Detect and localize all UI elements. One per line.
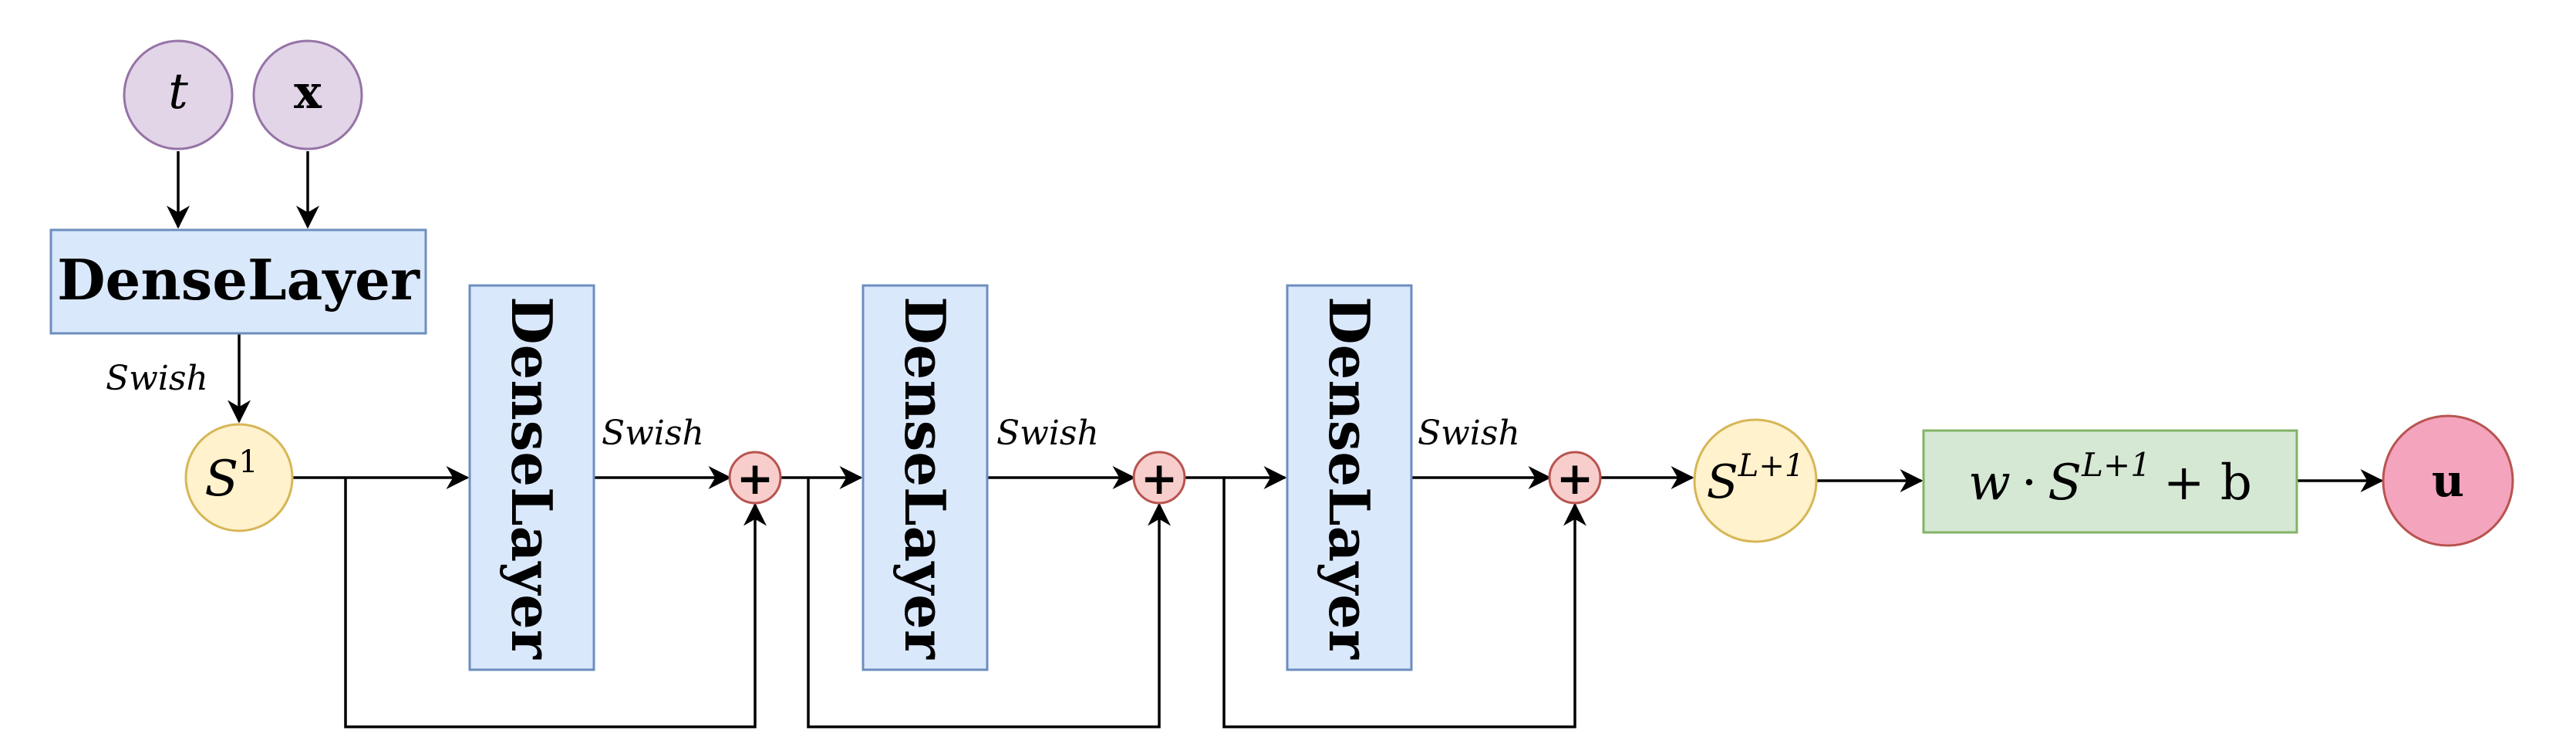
residual-block-1: DenseLayer Swish + [468,284,782,671]
skip-block2 [807,478,1171,728]
sum-node-3: + [1548,451,1602,505]
state-slast-node: SL+1 [1693,418,1818,543]
connections [167,151,2384,728]
input-t-label: t [168,63,188,120]
activation-label-input: Swish [106,359,208,398]
skip-block3 [1222,478,1586,728]
sum-node-2: + [1132,451,1186,505]
sum-node-3-symbol: + [1556,452,1594,505]
state-slast-label: SL+1 [1707,448,1805,509]
dense-layer-2-label: DenseLayer [892,296,958,660]
dense-layer-1-label: DenseLayer [499,296,565,660]
state-s1-node: S1 [184,423,294,532]
sum-node-1-symbol: + [737,452,774,505]
residual-block-2: DenseLayer Swish + [861,284,1186,671]
input-x-node: x [252,39,363,150]
dense-layer-input-label: DenseLayer [57,247,420,312]
input-t-node: t [123,39,234,150]
activation-label-3: Swish [1418,414,1520,453]
input-x-label: x [294,66,322,120]
affine-expression: w·SL+1+ b [1968,446,2252,512]
dense-layer-3-label: DenseLayer [1317,296,1382,660]
residual-block-3: DenseLayer Swish + [1286,284,1602,671]
skip-block1 [344,478,767,728]
output-u-label: u [2432,454,2464,507]
dense-layer-input: DenseLayer [49,228,427,335]
activation-label-1: Swish [602,414,704,453]
sum-node-2-symbol: + [1141,452,1178,505]
output-u-node: u [2382,414,2514,547]
activation-label-2: Swish [996,414,1099,453]
state-s1-label: S1 [204,444,258,508]
affine-output-layer: w·SL+1+ b [1922,429,2298,534]
sum-node-1: + [728,451,782,505]
